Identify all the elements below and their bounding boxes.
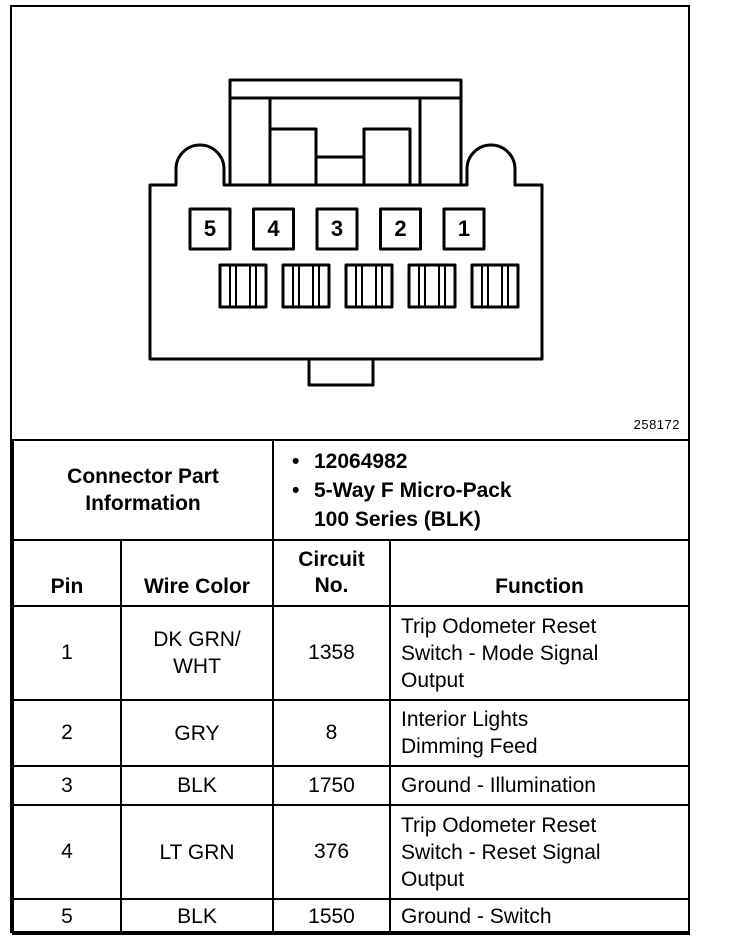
- wire-color-line: LT GRN: [159, 840, 235, 864]
- connector-label-line2: Information: [85, 492, 201, 515]
- wire-color-line: BLK: [177, 905, 217, 928]
- connector-info-label: Connector Part Information: [12, 439, 274, 541]
- pin-cell: 5: [12, 898, 122, 935]
- latch-tab-right: [362, 127, 412, 187]
- bullet-icon: •: [292, 449, 300, 473]
- latch-center: [314, 155, 366, 187]
- part-number-item: • 12064982: [292, 447, 688, 476]
- wire-color-cell: BLK: [120, 898, 274, 935]
- pin-number-5: 5: [203, 216, 217, 241]
- pinout-table: Connector Part Information • 12064982 • 5-…: [12, 439, 690, 935]
- connector-info-row: Connector Part Information • 12064982 • 5-…: [12, 439, 690, 541]
- wire-color-cell: DK GRN/WHT: [120, 605, 274, 701]
- pin-cell: 1: [12, 605, 122, 701]
- circuit-cell: 8: [272, 699, 391, 767]
- connector-info-values: • 12064982 • 5-Way F Micro-Pack 100 Series…: [272, 439, 690, 541]
- pin-box-3: [315, 207, 359, 251]
- wire-color-line: BLK: [177, 774, 217, 797]
- connector-drawing: [148, 78, 544, 387]
- function-line: Interior Lights: [401, 708, 529, 731]
- cavity-3: [344, 263, 394, 309]
- wire-color-line: GRY: [174, 721, 220, 745]
- latch-inner: [268, 98, 422, 185]
- figure-number: 258172: [633, 417, 680, 432]
- circuit-cell: 1550: [272, 898, 391, 935]
- connector-body: [148, 143, 544, 361]
- pin-number-2: 2: [394, 216, 407, 241]
- pin-box-5: [188, 207, 232, 251]
- wire-color-cell: LT GRN: [120, 804, 274, 900]
- header-circuit: Circuit No.: [272, 539, 391, 607]
- function-line: Dimming Feed: [401, 735, 538, 758]
- table-row: 5 BLK 1550 Ground - Switch: [12, 898, 690, 935]
- function-line: Ground - Illumination: [401, 774, 596, 797]
- header-wire-color: Wire Color: [120, 539, 274, 607]
- function-cell: Ground - Illumination: [389, 765, 690, 806]
- table-row: 3 BLK 1750 Ground - Illumination: [12, 765, 690, 806]
- wire-color-cell: GRY: [120, 699, 274, 767]
- function-line: Trip Odometer Reset: [401, 614, 597, 638]
- pin-number-4: 4: [267, 216, 280, 241]
- cavity-2: [281, 263, 331, 309]
- pin-box-2: [379, 207, 422, 251]
- pin-cell: 4: [12, 804, 122, 900]
- circuit-cell: 1358: [272, 605, 391, 701]
- function-line: Switch - Mode Signal: [401, 641, 599, 665]
- header-function: Function: [389, 539, 690, 607]
- latch-top: [228, 78, 463, 100]
- cavity-1: [218, 263, 268, 309]
- wire-color-line: WHT: [173, 655, 221, 678]
- description-line1: 5-Way F Micro-Pack: [314, 478, 512, 502]
- wire-color-cell: BLK: [120, 765, 274, 806]
- function-cell: Ground - Switch: [389, 898, 690, 935]
- header-pin: Pin: [12, 539, 122, 607]
- pin-cell: 3: [12, 765, 122, 806]
- latch-sides: [228, 98, 463, 185]
- pin-number-3: 3: [330, 216, 344, 241]
- latch-tab-left: [268, 127, 318, 187]
- connector-key: [307, 357, 375, 387]
- function-line: Switch - Reset Signal: [401, 840, 601, 864]
- pin-box-1: [442, 207, 486, 251]
- cavity-4: [407, 263, 457, 309]
- pin-number-boxes: [188, 207, 486, 251]
- function-line: Output: [401, 668, 465, 692]
- header-row: Pin Wire Color Circuit No. Function: [12, 539, 690, 607]
- circuit-cell: 1750: [272, 765, 391, 806]
- pin-box-4: [252, 207, 295, 251]
- description-item: • 5-Way F Micro-Pack: [292, 476, 688, 505]
- function-line: Output: [401, 867, 465, 891]
- connector-label-line1: Connector Part: [67, 465, 219, 488]
- pin-number-1: 1: [457, 216, 471, 241]
- connector-diagram: 258172 5 4 3 2 1: [12, 7, 688, 439]
- wire-color-line: DK GRN/: [153, 628, 241, 651]
- terminal-cavities: [218, 263, 520, 309]
- function-line: Trip Odometer Reset: [401, 813, 597, 837]
- pin-cell: 2: [12, 699, 122, 767]
- function-line: Ground - Switch: [401, 905, 552, 928]
- bullet-icon: •: [292, 478, 300, 502]
- header-circuit-line2: No.: [314, 574, 349, 597]
- circuit-cell: 376: [272, 804, 391, 900]
- part-number: 12064982: [314, 449, 408, 473]
- cavity-5: [470, 263, 520, 309]
- description-line2: 100 Series (BLK): [314, 507, 481, 531]
- header-circuit-line1: Circuit: [298, 548, 365, 571]
- description-item-cont: 100 Series (BLK): [314, 505, 688, 534]
